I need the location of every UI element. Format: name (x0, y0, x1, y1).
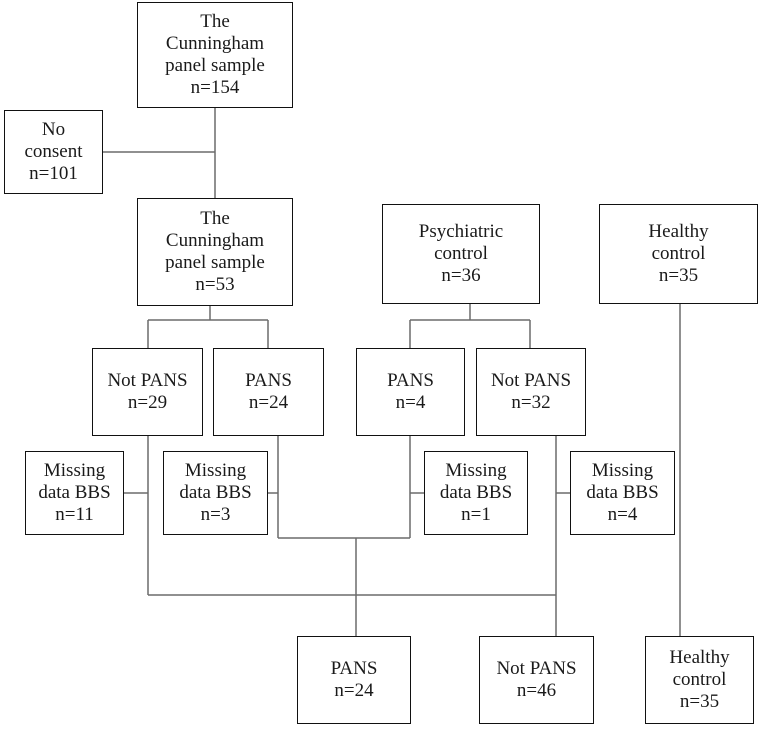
box-text: n=101 (29, 163, 78, 184)
missing-data-1-box: Missing data BBS n=1 (424, 451, 528, 535)
box-text: n=29 (127, 392, 168, 413)
box-text: panel sample (165, 252, 265, 273)
box-text: n=24 (334, 680, 374, 701)
box-text: control (434, 243, 488, 264)
missing-data-3-box: Missing data BBS n=3 (163, 451, 268, 535)
box-text: n=46 (516, 680, 557, 701)
box-text: n=154 (190, 77, 240, 98)
missing-data-11-box: Missing data BBS n=11 (25, 451, 124, 535)
box-text: n=35 (658, 265, 699, 286)
box-text: data BBS (586, 482, 659, 503)
box-text: Missing (591, 460, 654, 481)
healthy-control-final-box: Healthy control n=35 (645, 636, 754, 724)
box-text: Cunningham (165, 33, 265, 54)
box-text: panel sample (165, 55, 265, 76)
box-text: n=3 (200, 504, 231, 525)
psychiatric-control-box: Psychiatric control n=36 (382, 204, 540, 304)
box-text: data BBS (38, 482, 111, 503)
box-text: Not PANS (107, 370, 188, 391)
pans-24-final-box: PANS n=24 (297, 636, 411, 724)
not-pans-32-box: Not PANS n=32 (476, 348, 586, 436)
cunningham-154-box: The Cunningham panel sample n=154 (137, 2, 293, 108)
box-text: n=35 (679, 691, 720, 712)
box-text: PANS (387, 370, 434, 391)
box-text: Cunningham (165, 230, 265, 251)
pans-24-mid-box: PANS n=24 (213, 348, 324, 436)
missing-data-4-box: Missing data BBS n=4 (570, 451, 675, 535)
box-text: Missing (445, 460, 507, 481)
box-text: n=4 (607, 504, 638, 525)
cunningham-53-box: The Cunningham panel sample n=53 (137, 198, 293, 306)
not-pans-46-box: Not PANS n=46 (479, 636, 594, 724)
not-pans-29-box: Not PANS n=29 (92, 348, 203, 436)
box-text: Psychiatric (418, 221, 504, 242)
pans-4-box: PANS n=4 (356, 348, 465, 436)
box-text: The (200, 11, 230, 32)
box-text: n=24 (248, 392, 289, 413)
box-text: data BBS (439, 482, 513, 503)
box-text: n=53 (195, 274, 235, 295)
box-text: n=1 (461, 504, 491, 525)
box-text: Healthy (669, 647, 730, 668)
box-text: Missing (184, 460, 247, 481)
box-text: control (651, 243, 706, 264)
box-text: n=11 (55, 504, 94, 525)
box-text: n=32 (511, 392, 551, 413)
box-text: Not PANS (490, 370, 572, 391)
box-text: Missing (43, 460, 106, 481)
box-text: data BBS (179, 482, 252, 503)
healthy-control-top-box: Healthy control n=35 (599, 204, 758, 304)
box-text: The (200, 208, 230, 229)
box-text: n=4 (395, 392, 426, 413)
box-text: No (41, 119, 66, 140)
box-text: consent (24, 141, 83, 162)
box-text: control (672, 669, 727, 690)
box-text: PANS (330, 658, 378, 679)
box-text: PANS (245, 370, 292, 391)
box-text: n=36 (441, 265, 481, 286)
box-text: Not PANS (496, 658, 577, 679)
box-text: Healthy (648, 221, 709, 242)
no-consent-box: No consent n=101 (4, 110, 103, 194)
